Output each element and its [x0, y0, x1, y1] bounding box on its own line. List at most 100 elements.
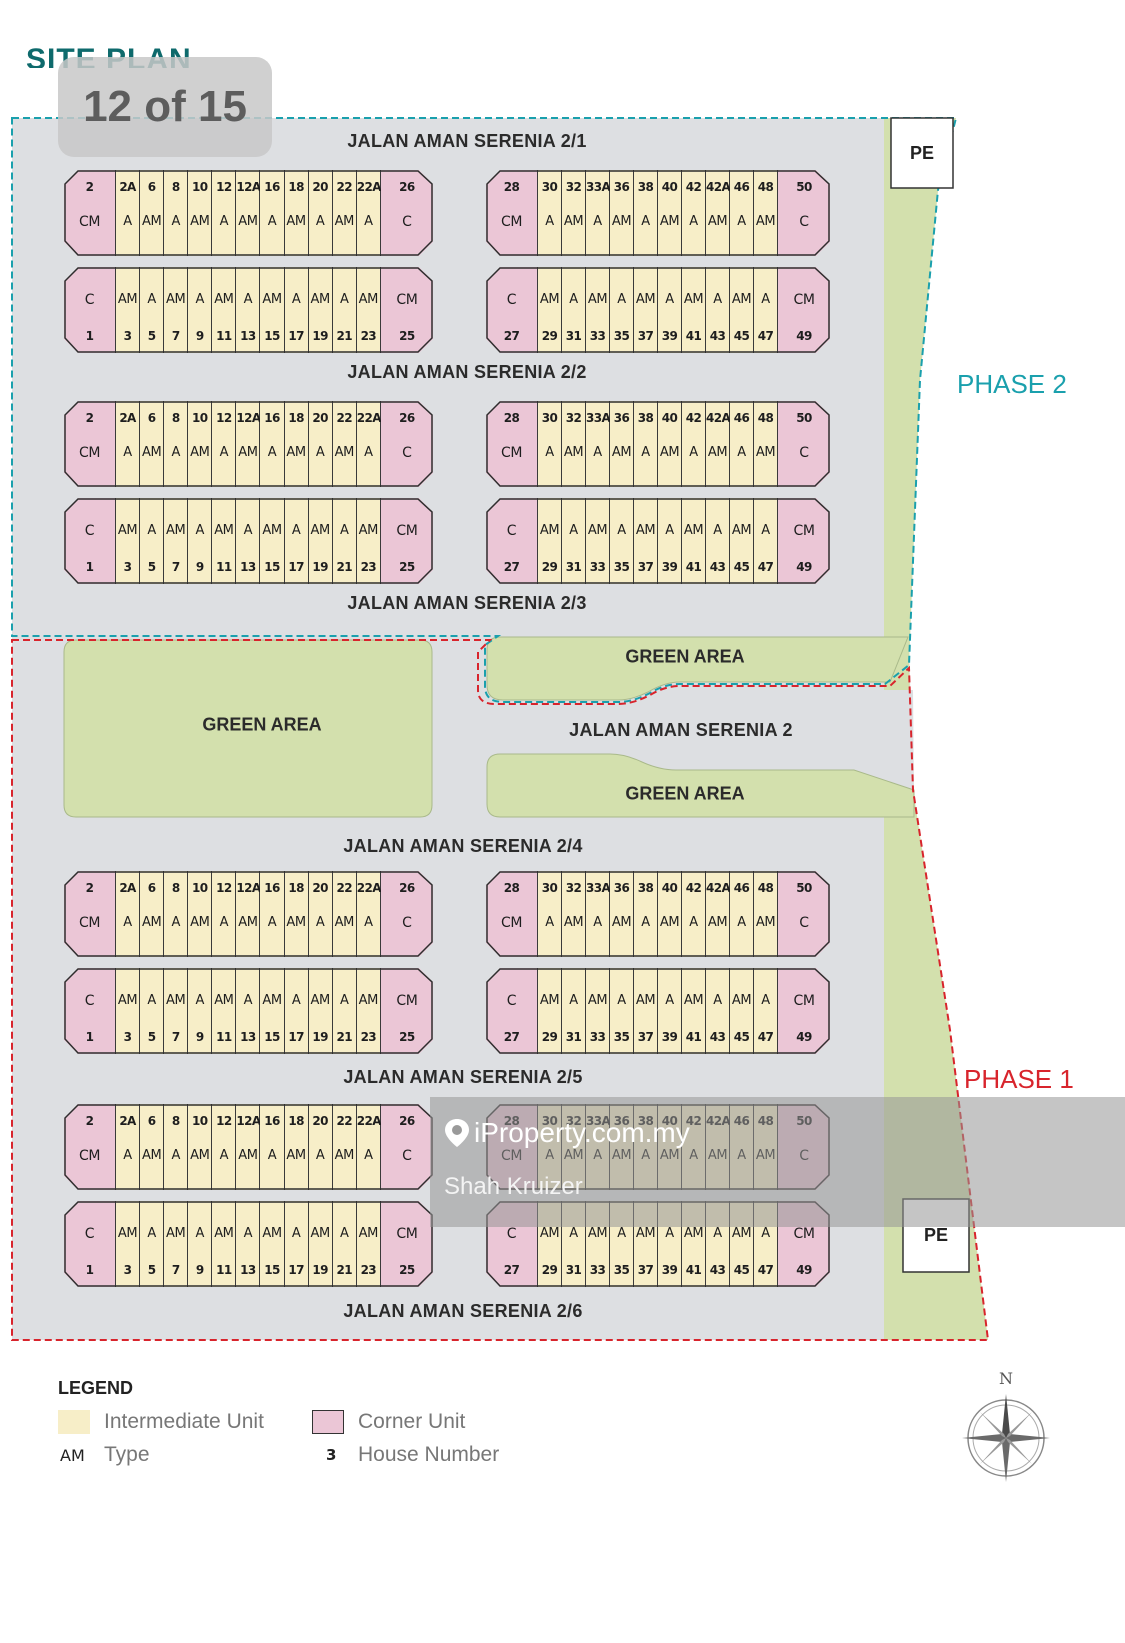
- watermark-overlay: iProperty.com.my Shah Kruizer: [430, 1097, 1125, 1227]
- house-number: 28: [503, 881, 520, 895]
- house-type: A: [737, 214, 746, 229]
- house-number: 20: [312, 180, 328, 194]
- house-type: CM: [396, 523, 418, 539]
- house-number: 36: [613, 180, 630, 194]
- road-label-2-1: JALAN AMAN SERENIA 2/1: [347, 131, 587, 151]
- house-number: 12: [216, 411, 232, 425]
- house-type: CM: [78, 1148, 101, 1164]
- house-type: AM: [635, 523, 656, 538]
- house-type: AM: [587, 993, 608, 1008]
- house-number: 26: [399, 881, 415, 895]
- house-type: AM: [214, 292, 234, 307]
- house-number: 50: [796, 881, 812, 895]
- house-type: A: [593, 214, 602, 229]
- house-type: AM: [141, 915, 162, 930]
- house-number: 17: [288, 1263, 304, 1277]
- house-type: A: [339, 292, 349, 307]
- house-number: 28: [503, 411, 520, 425]
- house-type: AM: [635, 1226, 656, 1241]
- house-number: 13: [240, 329, 256, 343]
- house-number: 21: [336, 1263, 352, 1277]
- house-type: AM: [755, 214, 776, 229]
- house-number: 3: [123, 560, 132, 574]
- house-number: 22: [336, 881, 352, 895]
- house-number: 8: [171, 1114, 180, 1128]
- house-type: A: [569, 1226, 578, 1241]
- house-number: 42: [685, 411, 702, 425]
- house-number: 16: [264, 180, 280, 194]
- house-type: AM: [731, 523, 752, 538]
- unit-block-border: [64, 1104, 433, 1190]
- house-type: AM: [358, 993, 379, 1008]
- house-type: AM: [310, 993, 331, 1008]
- unit-block-outline: [486, 968, 830, 1054]
- house-number: 33: [589, 329, 606, 343]
- house-number: 6: [147, 881, 156, 895]
- house-type: AM: [334, 915, 355, 930]
- house-number: 46: [733, 180, 750, 194]
- house-type: AM: [286, 915, 306, 930]
- house-number: 33: [589, 560, 606, 574]
- house-type: A: [219, 214, 229, 229]
- house-number: 10: [192, 411, 208, 425]
- house-type: A: [569, 523, 578, 538]
- house-type: A: [713, 1226, 722, 1241]
- unit-block-border: [486, 968, 830, 1054]
- house-number: 12: [216, 1114, 232, 1128]
- house-number: 33A: [586, 881, 611, 895]
- house-number: 13: [240, 1263, 256, 1277]
- house-type: A: [171, 214, 180, 229]
- house-type: AM: [635, 993, 656, 1008]
- house-type: AM: [707, 445, 728, 460]
- house-number: 18: [288, 881, 304, 895]
- unit-block-border: [486, 401, 830, 487]
- house-number: 48: [757, 881, 774, 895]
- house-type: A: [291, 993, 301, 1008]
- house-type: CM: [793, 1226, 815, 1242]
- house-number: 39: [661, 1263, 678, 1277]
- house-number: 38: [637, 180, 654, 194]
- house-number: 20: [312, 411, 328, 425]
- phase-1-boundary: [11, 639, 990, 1341]
- house-type: CM: [78, 915, 101, 931]
- house-type: AM: [141, 1148, 162, 1163]
- house-type: A: [665, 993, 674, 1008]
- house-type: A: [219, 915, 229, 930]
- house-type: C: [506, 292, 517, 308]
